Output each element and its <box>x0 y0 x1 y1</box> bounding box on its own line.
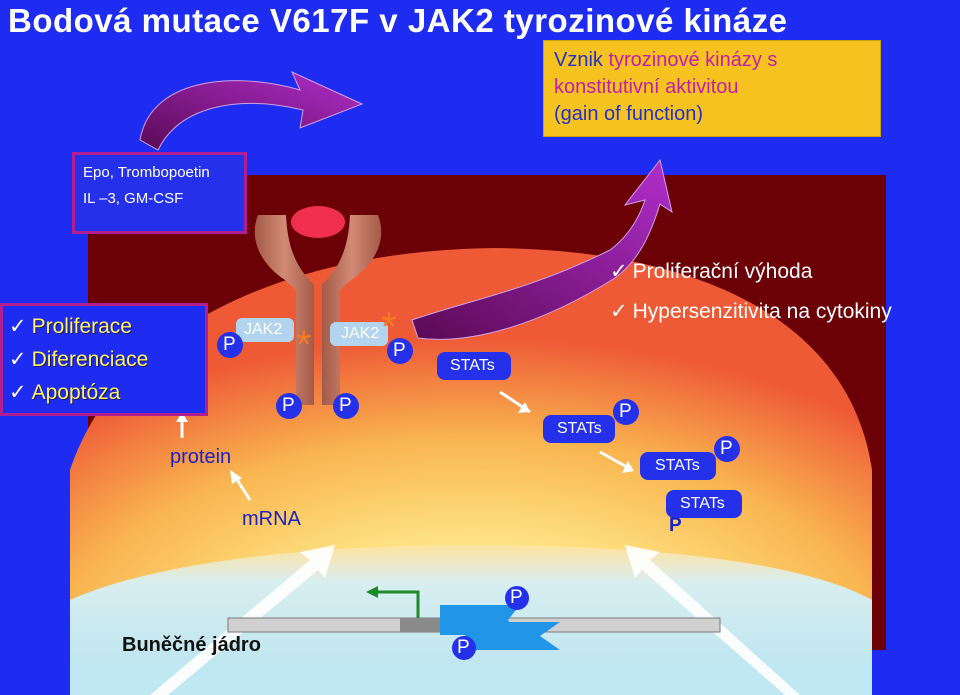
arrowhead-2 <box>622 461 634 473</box>
transcription-start-arrow <box>372 590 420 618</box>
callout-line-2: konstitutivní aktivitou <box>554 76 739 98</box>
stats-box-2 <box>543 415 615 443</box>
phospho-label: P <box>510 587 523 608</box>
protein-label: protein <box>170 446 232 468</box>
stats-box-3 <box>640 452 716 480</box>
phospho-label: P <box>720 438 733 459</box>
jak2-label-right: JAK2 <box>341 325 380 342</box>
nucleus-bottom <box>70 663 872 695</box>
effect-item: ✓Hypersenzitivita na cytokiny <box>610 300 892 323</box>
check-icon: ✓ <box>9 315 27 338</box>
callout-line-3: (gain of function) <box>554 103 703 125</box>
cytokine-ligands-box: Epo, Trombopoetin IL –3, GM-CSF <box>72 152 247 234</box>
callout-line-1: Vznik tyrozinové kinázy s <box>554 49 778 71</box>
receptor-left <box>254 215 314 405</box>
mrna-label: mRNA <box>242 508 301 530</box>
stats-box-4 <box>666 490 742 518</box>
check-icon: ✓ <box>9 348 27 371</box>
outcome-item: ✓Diferenciace <box>9 348 149 371</box>
check-icon: ✓ <box>610 300 628 323</box>
ligand-line-2: IL –3, GM-CSF <box>83 190 184 207</box>
outcome-item: ✓Proliferace <box>9 315 132 338</box>
cytokine-ligand <box>291 206 345 238</box>
dna-stats-2 <box>465 622 560 650</box>
phospho-label: P <box>393 340 406 361</box>
stats-label: STATs <box>680 495 725 512</box>
p-circle-4 <box>387 338 413 364</box>
jak2-box-left <box>236 318 294 342</box>
phospho-label: P <box>619 401 632 422</box>
phospho-label: P <box>669 515 682 536</box>
phospho-label: P <box>457 637 470 658</box>
nucleus-label: Buněčné jádro <box>122 634 261 656</box>
gain-of-function-callout: Vznik tyrozinové kinázy s konstitutivní … <box>543 40 881 137</box>
arrowhead-protein <box>176 412 188 422</box>
phospho-label: P <box>282 395 295 416</box>
mutation-mark-right: * <box>381 305 397 349</box>
transcription-start-head <box>366 586 378 598</box>
arrowhead-1 <box>518 402 530 413</box>
p-circle-3 <box>333 393 359 419</box>
p-circle-5 <box>613 399 639 425</box>
jak2-box-right <box>330 322 388 346</box>
p-circle-dna-1 <box>505 586 529 610</box>
receptor-right <box>322 215 382 405</box>
p-circle-dna-2 <box>452 636 476 660</box>
ligand-line-1: Epo, Trombopoetin <box>83 164 210 181</box>
arrow-mrna <box>234 477 252 501</box>
check-icon: ✓ <box>610 260 628 283</box>
outcome-item: ✓Apoptóza <box>9 381 121 404</box>
arrowhead-mrna <box>230 470 242 484</box>
phospho-label: P <box>223 334 236 355</box>
page-title: Bodová mutace V617F v JAK2 tyrozinové ki… <box>8 2 788 39</box>
stats-box-1 <box>437 352 511 380</box>
stats-label: STATs <box>655 457 700 474</box>
phospho-label: P <box>339 395 352 416</box>
cell-outcomes-box: ✓Proliferace ✓Diferenciace ✓Apoptóza <box>0 303 208 416</box>
p-circle-6 <box>714 436 740 462</box>
p-circle-2 <box>276 393 302 419</box>
stats-label: STATs <box>450 357 495 374</box>
purple-arrow-top <box>139 70 364 151</box>
effect-item: ✓Proliferační výhoda <box>610 260 813 283</box>
mutation-mark-left: * <box>296 323 312 367</box>
p-circle-1 <box>217 332 243 358</box>
purple-arrow-callout <box>411 158 673 340</box>
check-icon: ✓ <box>9 381 27 404</box>
stats-label: STATs <box>557 420 602 437</box>
jak2-label-left: JAK2 <box>244 321 283 338</box>
